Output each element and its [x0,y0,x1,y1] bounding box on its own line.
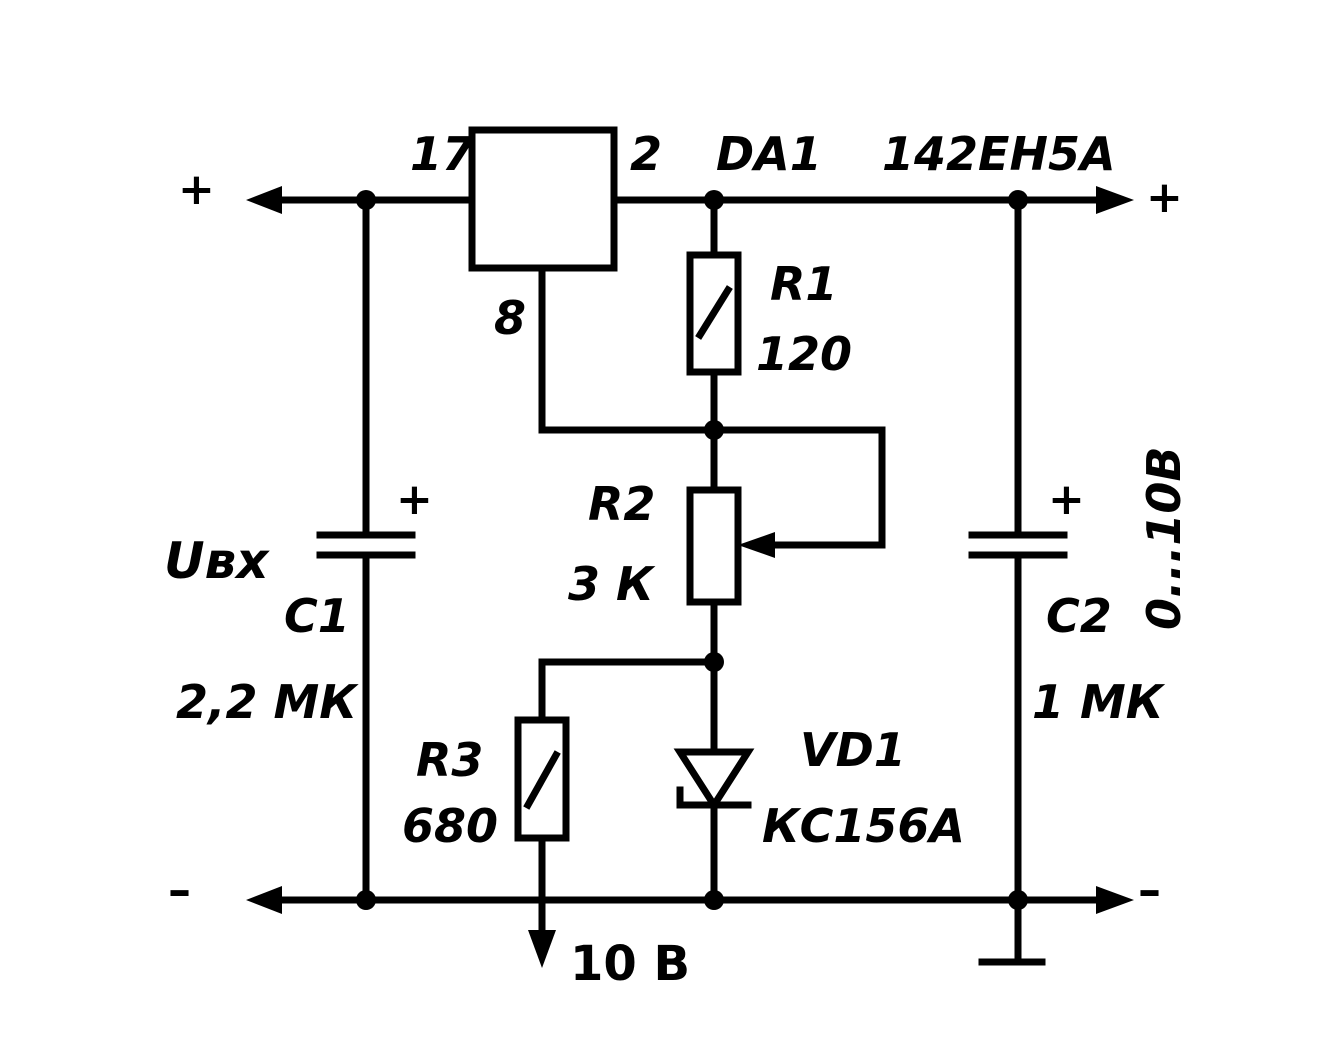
r3-value-label: 680 [402,799,498,853]
input-voltage-label: Uвх [164,532,270,590]
ic-ref-label: DA1 [716,127,822,181]
r3-ref-label: R3 [416,733,483,787]
ic-type-label: 142ЕН5А [882,127,1116,181]
vd1-type-label: КС156А [762,799,965,853]
arrow-in-plus [246,186,282,214]
regulator-ic-da1 [468,126,618,272]
junction-dot [1008,890,1028,910]
wiper-arrow [738,532,775,558]
c2-value-label: 1 МК [1032,675,1166,729]
junction-dot [1008,190,1028,210]
c1-value-label: 2,2 МК [176,675,359,729]
junction-dot [704,652,724,672]
polarity-plus-left: + [178,164,215,215]
polarity-plus-right: + [1146,172,1183,223]
junction-dot [356,890,376,910]
output-range-label: 0...10В [1137,446,1191,630]
vd1-ref-label: VD1 [800,723,906,777]
c2-polarity-label: + [1048,474,1085,525]
resistor-r3 [514,716,570,842]
junctions [356,190,1028,910]
capacitor-c1 [316,531,416,559]
r2-value-label: 3 К [568,557,656,611]
capacitor-c2 [968,531,1068,559]
arrow-in-minus [246,886,282,914]
c1-ref-label: C1 [284,589,350,643]
junction-dot [356,190,376,210]
tap-voltage-label: 10 В [570,936,690,992]
pin-label-2: 2 [630,127,662,181]
wires [266,196,1104,966]
r1-ref-label: R1 [770,257,837,311]
junction-dot [704,190,724,210]
c2-ref-label: C2 [1046,589,1112,643]
arrow-out-minus [1096,886,1134,914]
r1-value-label: 120 [756,327,852,381]
junction-dot [704,420,724,440]
potentiometer-r2 [686,486,775,606]
zener-diode-vd1 [673,748,755,812]
pin-label-17: 17 [410,127,474,181]
junction-dot [704,890,724,910]
polarity-minus-left: – [168,863,191,917]
arrows [246,186,1134,968]
resistor-r1 [686,251,742,376]
arrow-out-plus [1096,186,1134,214]
arrow-tap-10v [528,930,556,968]
polarity-minus-right: – [1138,863,1161,917]
r2-ref-label: R2 [588,477,655,531]
c1-polarity-label: + [396,474,433,525]
pin-label-8: 8 [494,291,526,345]
